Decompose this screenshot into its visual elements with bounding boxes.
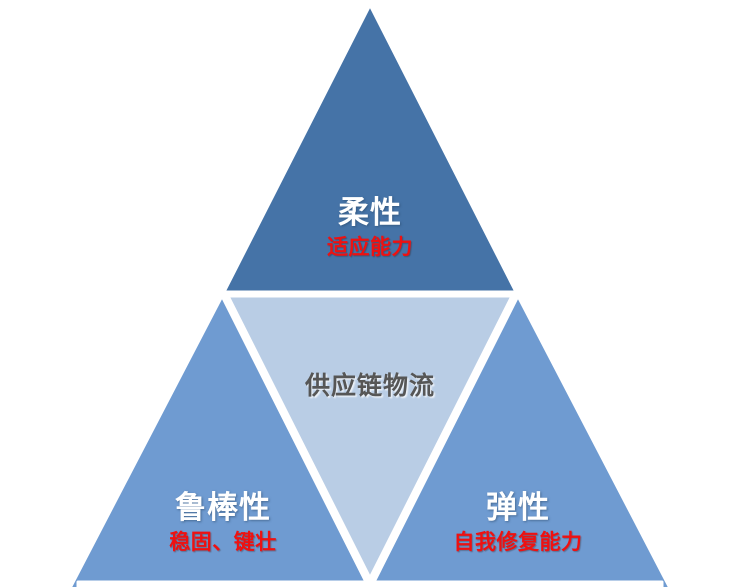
segment-bottom-right-shape[interactable] <box>372 294 672 587</box>
segment-bottom-left-shape[interactable] <box>68 294 368 587</box>
segment-top-shape[interactable] <box>222 3 518 294</box>
segment-center-shape[interactable] <box>226 294 514 580</box>
